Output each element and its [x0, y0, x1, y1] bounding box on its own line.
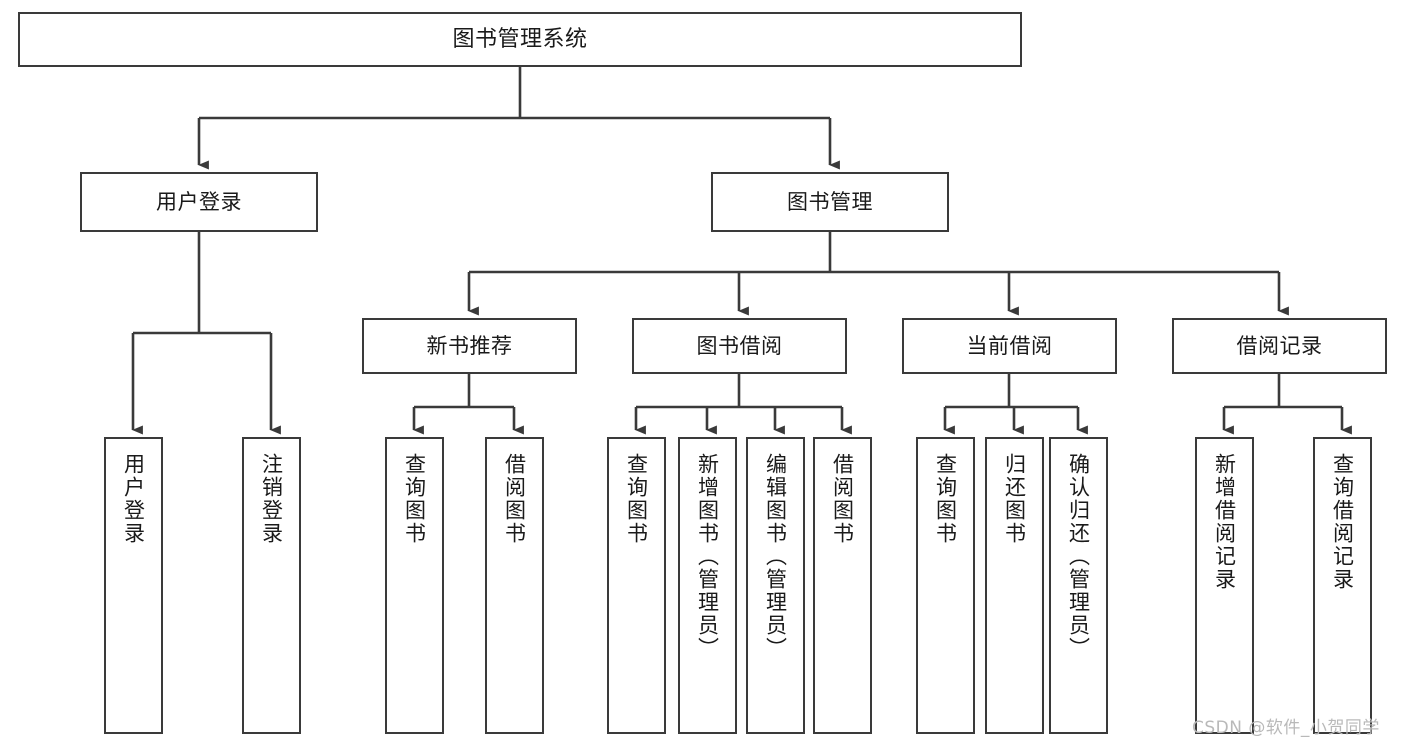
- node-label: 归还图书: [1002, 453, 1027, 545]
- node-label: 注销登录: [259, 453, 284, 545]
- node-label: 确认归还（管理员）: [1066, 453, 1091, 660]
- leaf-borrow-query-book[interactable]: 查询图书: [607, 437, 666, 734]
- node-label: 查询借阅记录: [1330, 453, 1355, 591]
- node-label: 借阅图书: [830, 453, 855, 545]
- leaf-current-query-book[interactable]: 查询图书: [916, 437, 975, 734]
- node-label: 借阅记录: [1236, 333, 1323, 358]
- node-book-management[interactable]: 图书管理: [711, 172, 949, 232]
- leaf-current-confirm-return-admin[interactable]: 确认归还（管理员）: [1049, 437, 1108, 734]
- csdn-watermark: CSDN @软件_小贺同学: [1192, 718, 1380, 738]
- node-label: 查询图书: [402, 453, 427, 545]
- leaf-user-login[interactable]: 用户登录: [104, 437, 163, 734]
- leaf-borrow-edit-book-admin[interactable]: 编辑图书（管理员）: [746, 437, 805, 734]
- node-label: 当前借阅: [966, 333, 1053, 358]
- leaf-borrow-add-book-admin[interactable]: 新增图书（管理员）: [678, 437, 737, 734]
- node-book-borrow[interactable]: 图书借阅: [632, 318, 847, 374]
- leaf-record-query-record[interactable]: 查询借阅记录: [1313, 437, 1372, 734]
- node-root-system[interactable]: 图书管理系统: [18, 12, 1022, 67]
- node-label: 用户登录: [156, 189, 242, 214]
- node-label: 图书借阅: [696, 333, 783, 358]
- node-label: 查询图书: [624, 453, 649, 545]
- leaf-recommend-query-book[interactable]: 查询图书: [385, 437, 444, 734]
- node-label: 新书推荐: [426, 333, 513, 358]
- node-new-book-recommend[interactable]: 新书推荐: [362, 318, 577, 374]
- node-label: 查询图书: [933, 453, 958, 545]
- node-user-login[interactable]: 用户登录: [80, 172, 318, 232]
- node-label: 用户登录: [121, 453, 146, 545]
- node-label: 借阅图书: [502, 453, 527, 545]
- node-current-borrow[interactable]: 当前借阅: [902, 318, 1117, 374]
- leaf-current-return-book[interactable]: 归还图书: [985, 437, 1044, 734]
- node-borrow-record[interactable]: 借阅记录: [1172, 318, 1387, 374]
- leaf-borrow-borrow-book[interactable]: 借阅图书: [813, 437, 872, 734]
- node-label: 编辑图书（管理员）: [763, 453, 788, 660]
- node-label: 图书管理系统: [452, 26, 588, 52]
- node-label: 图书管理: [787, 189, 873, 214]
- node-label: 新增借阅记录: [1212, 453, 1237, 591]
- leaf-user-logout[interactable]: 注销登录: [242, 437, 301, 734]
- leaf-record-add-record[interactable]: 新增借阅记录: [1195, 437, 1254, 734]
- leaf-recommend-borrow-book[interactable]: 借阅图书: [485, 437, 544, 734]
- node-label: 新增图书（管理员）: [695, 453, 720, 660]
